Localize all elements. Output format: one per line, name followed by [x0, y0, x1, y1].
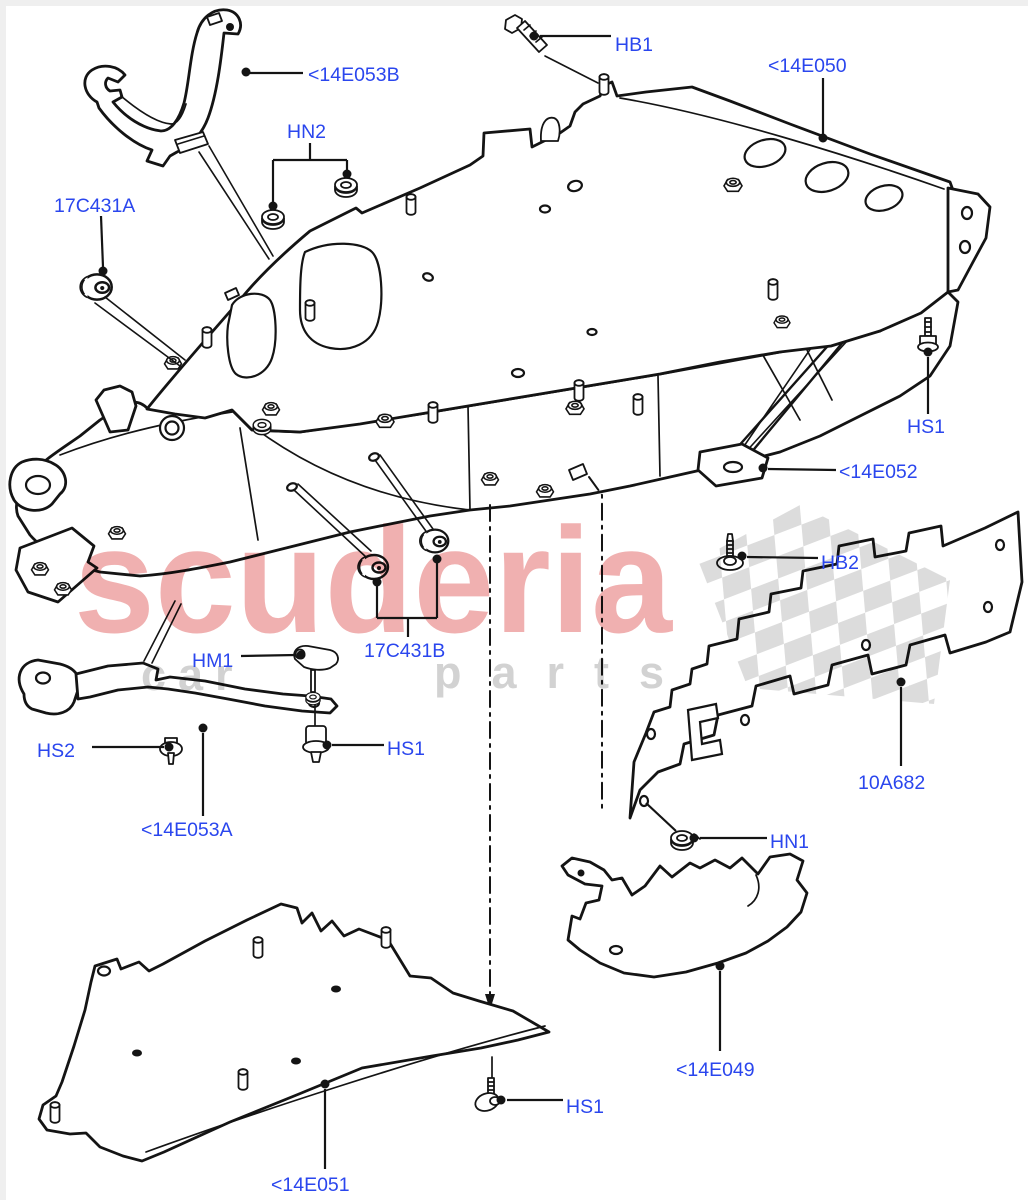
nut-icon [261, 401, 281, 416]
leader-dot-14e053a [198, 723, 208, 733]
leader-dot-10a682 [896, 677, 906, 687]
stud-icon [573, 379, 585, 402]
leader-dot-14e053b [241, 67, 251, 77]
nut-icon [163, 355, 183, 370]
part-label-14e053a: <14E053A [141, 819, 233, 841]
stud-icon [767, 278, 779, 301]
part-label-hb1: HB1 [615, 34, 653, 56]
part-label-hn1: HN1 [770, 831, 809, 853]
stud-icon [427, 401, 439, 424]
leader-dot-17c431b [432, 554, 442, 564]
stud-icon [380, 926, 392, 949]
part-label-10a682: 10A682 [858, 772, 925, 794]
part-front-subframe [8, 290, 960, 604]
leader-dot-hs1-mid [322, 740, 332, 750]
stud-icon [237, 1068, 249, 1091]
part-label-17c431b: 17C431B [364, 640, 445, 662]
nut-icon [53, 581, 73, 596]
hb1-bolt [504, 14, 599, 84]
leader-dot-14e052 [758, 463, 768, 473]
leader-dot-hn2 [268, 201, 278, 211]
leader-dot-14e050 [818, 133, 828, 143]
part-label-hs2: HS2 [37, 740, 75, 762]
stud-icon [598, 73, 610, 96]
stud-icon [201, 326, 213, 349]
leader-line-hm1 [240, 653, 297, 658]
watermark-sub-text-car: car [141, 649, 245, 700]
leader-line-hn1 [645, 802, 677, 832]
nut-icon [480, 471, 500, 486]
part-rear-panel-14E050 [145, 73, 964, 434]
leader-dot-17c431b [372, 577, 382, 587]
part-label-14e052: <14E052 [839, 461, 918, 483]
part-label-hb2: HB2 [821, 552, 859, 574]
leader-dot-hs2 [164, 742, 174, 752]
stud-icon [304, 299, 316, 322]
centerline-a [485, 504, 495, 1010]
part-label-14e050: <14E050 [768, 55, 847, 77]
part-label-hm1: HM1 [192, 650, 233, 672]
part-undertray-14E051 [37, 902, 551, 1163]
leader-dot-hn1 [689, 833, 699, 843]
part-label-14e051: <14E051 [271, 1174, 350, 1196]
leader-dot-14e051 [320, 1079, 330, 1089]
leader-line-hb2 [746, 555, 819, 560]
part-shield-14E049 [560, 852, 809, 979]
centerline-b [588, 476, 603, 814]
nut-icon [565, 400, 585, 416]
bushing-17C431A [78, 273, 186, 367]
nut-icon [375, 413, 395, 429]
part-label-hs1-right: HS1 [907, 416, 945, 438]
leader-dot-hm1 [296, 650, 306, 660]
part-label-17c431a: 17C431A [54, 195, 135, 217]
hs1-bolt-right [917, 317, 939, 353]
leader-dot-hn2 [342, 169, 352, 179]
hn2-washer-icon [334, 177, 358, 198]
leader-dot-17c431a [98, 266, 108, 276]
leader-dot-hb2 [737, 551, 747, 561]
stud-icon [252, 936, 264, 959]
stud-icon [49, 1101, 61, 1124]
part-label-hn2: HN2 [287, 121, 326, 143]
part-right-end-plate [946, 186, 992, 294]
nut-icon [723, 177, 743, 193]
part-label-14e049: <14E049 [676, 1059, 755, 1081]
nut-icon [773, 315, 791, 329]
part-label-14e053b: <14E053B [308, 64, 400, 86]
hs1-bolt-bottom [474, 1056, 501, 1112]
watermark-layer: scuderia car parts [74, 496, 950, 704]
page-edge-left [0, 0, 6, 1200]
leader-dot-hs1-bottom [496, 1095, 506, 1105]
nut-icon [30, 561, 50, 576]
part-label-hs1-bottom: HS1 [566, 1096, 604, 1118]
stud-icon [405, 193, 417, 216]
stud-icon [632, 393, 644, 416]
leader-dot-hs1-right [923, 347, 933, 357]
part-bracket-14E053B [83, 8, 274, 260]
page-edge-top [0, 0, 1028, 6]
leader-line-14e052 [767, 467, 837, 472]
washer-icon [252, 418, 272, 436]
leader-dot-hb1 [529, 31, 539, 41]
bushings-17C431B [286, 452, 450, 581]
hn2-washer-icon [261, 209, 285, 230]
leader-line-17c431a [99, 215, 105, 268]
part-label-hs1-mid: HS1 [387, 738, 425, 760]
leader-dot-14e049 [715, 961, 725, 971]
watermark-sub-text-parts: parts [434, 647, 694, 698]
